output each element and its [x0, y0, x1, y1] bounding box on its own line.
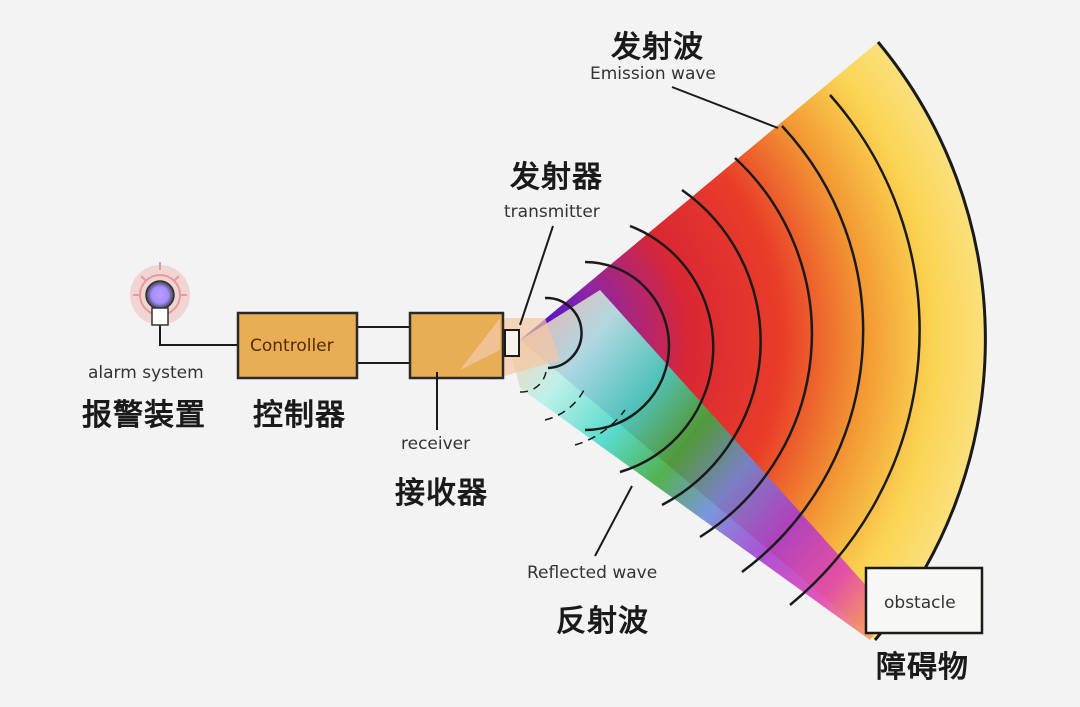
receiver-beam: [460, 318, 500, 370]
receiver-title: 接收器: [395, 476, 488, 511]
alarm-system-label: alarm system: [88, 363, 204, 383]
alarm-system-icon: [130, 262, 190, 326]
transmitter-label: transmitter: [504, 202, 600, 222]
reflected-wave-band: [505, 290, 890, 640]
controller-box: [236, 311, 359, 380]
transmitter-title: 发射器: [510, 160, 603, 195]
controller-box-label: Controller: [250, 336, 334, 356]
reflected-wave-arcs: [519, 371, 626, 446]
transmitter-box: [504, 329, 520, 357]
leader-lines: [436, 86, 779, 557]
wiring: [159, 322, 410, 364]
alarm-system-title: 报警装置: [82, 398, 206, 433]
emission-wave-fan: [520, 42, 986, 640]
emission-wave-arcs: [544, 41, 987, 641]
controller-title: 控制器: [253, 398, 346, 433]
reflected-wave-title: 反射波: [556, 604, 649, 639]
emission-wave-label: Emission wave: [590, 64, 716, 84]
emission-wave-title: 发射波: [611, 30, 704, 65]
receiver-label: receiver: [401, 434, 471, 454]
obstacle-title: 障碍物: [876, 650, 969, 685]
obstacle-box-label: obstacle: [884, 593, 956, 613]
reflected-wave-label: Reflected wave: [527, 563, 658, 583]
obstacle-box: [864, 566, 984, 635]
